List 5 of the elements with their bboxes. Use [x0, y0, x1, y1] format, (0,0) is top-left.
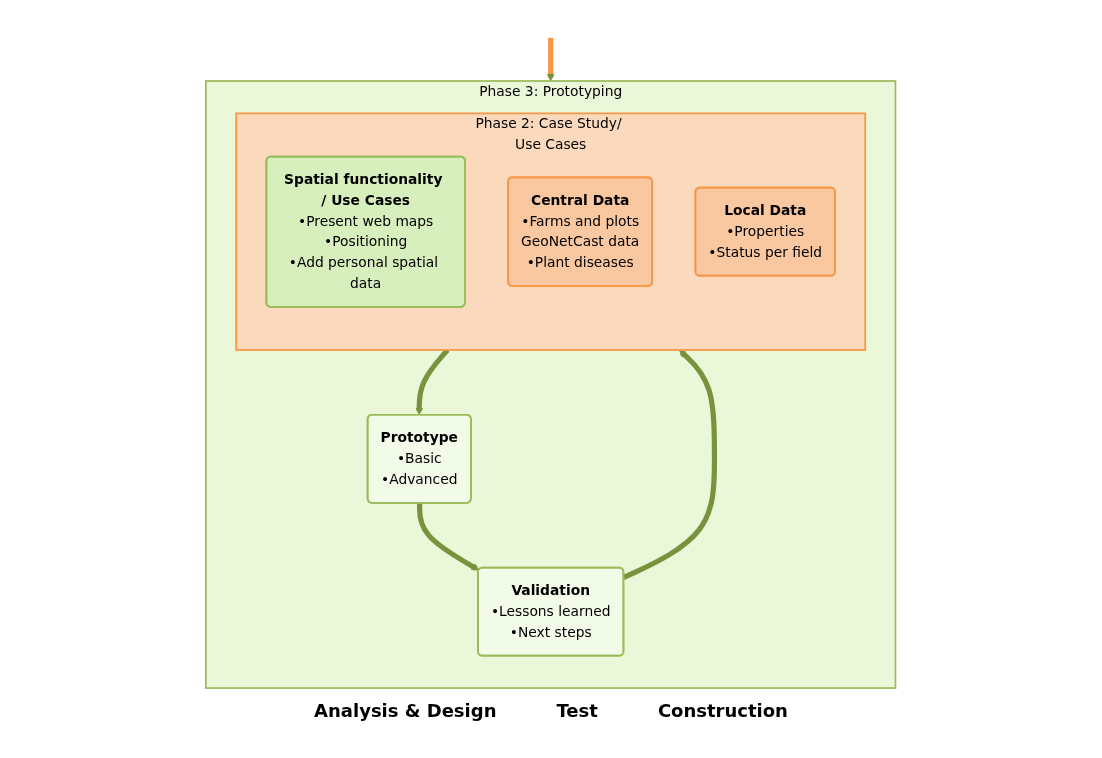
phase-caption: Construction [657, 700, 788, 721]
phase-caption: Test [556, 700, 598, 721]
arrow [417, 503, 480, 571]
phase-caption: Analysis & Design [314, 700, 497, 721]
arrow [547, 37, 555, 82]
